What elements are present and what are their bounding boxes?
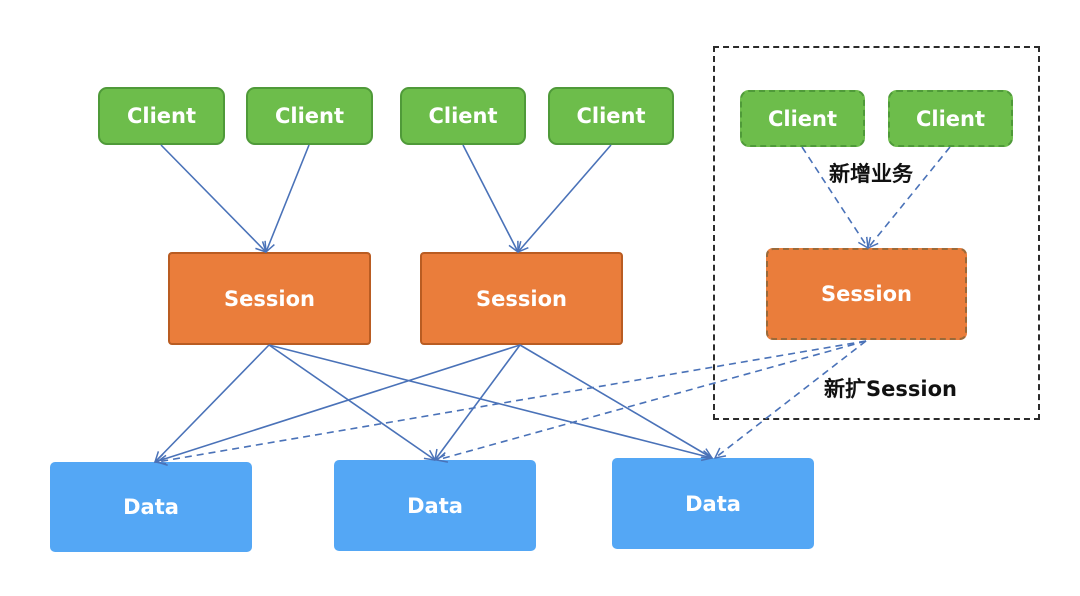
edge-session-1-to-data-3 [268,344,712,458]
client-label: Client [576,104,646,128]
data-label: Data [407,493,463,518]
session-node-2[interactable]: Session [420,252,623,345]
edge-client-4-to-session-2 [518,144,612,252]
edge-session-2-to-data-3 [519,344,712,458]
edge-client-5-to-session-3 [801,146,868,248]
edge-client-6-to-session-3 [868,146,951,248]
client-label: Client [126,104,197,128]
edge-session-1-to-data-2 [268,344,435,460]
session-label: Session [821,282,912,306]
edge-client-3-to-session-2 [462,144,518,252]
client-label: Client [915,106,986,131]
edge-session-3-to-data-1 [157,340,867,462]
session-label: Session [224,286,315,311]
edge-session-3-to-data-3 [715,340,867,458]
edge-session-1-to-data-1 [155,344,270,462]
client-node-1[interactable]: Client [98,87,225,145]
client-node-6[interactable]: Client [888,90,1013,147]
client-label: Client [767,106,838,131]
session-label: Session [476,286,567,311]
data-label: Data [123,495,179,519]
new-business-area [713,46,1040,420]
client-label: Client [428,104,498,128]
client-label: Client [274,104,345,128]
data-label: Data [685,491,741,516]
edge-session-2-to-data-1 [155,344,521,462]
client-node-4[interactable]: Client [548,87,674,145]
data-node-1[interactable]: Data [50,462,252,552]
data-node-2[interactable]: Data [334,460,536,551]
new-session-annotation: 新扩Session [824,377,957,401]
data-node-3[interactable]: Data [612,458,814,549]
client-node-5[interactable]: Client [740,90,865,147]
new-business-annotation: 新增业务 [829,162,913,186]
client-node-2[interactable]: Client [246,87,373,145]
session-node-1[interactable]: Session [168,252,371,345]
edge-session-2-to-data-2 [435,344,521,460]
client-node-3[interactable]: Client [400,87,526,145]
edge-client-1-to-session-1 [160,144,266,252]
edge-session-3-to-data-2 [437,340,867,460]
edge-client-2-to-session-1 [266,144,310,252]
